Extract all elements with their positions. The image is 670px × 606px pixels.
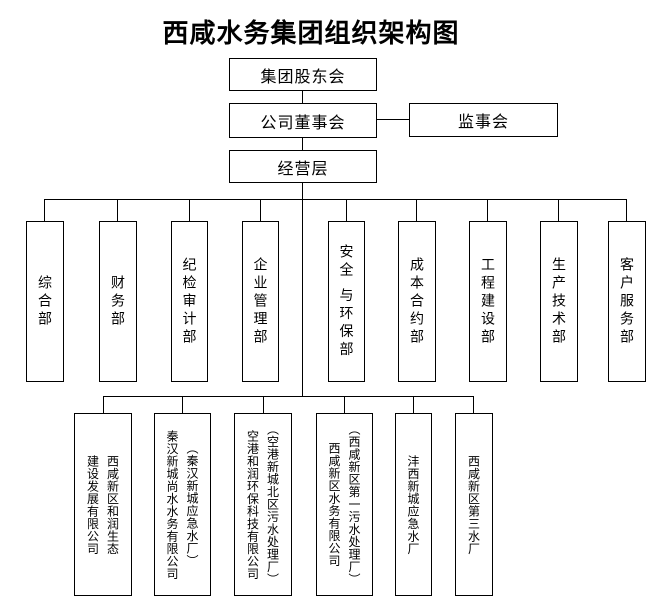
department-box-production-technology: 生产技术部 xyxy=(540,221,578,382)
connector-line xyxy=(44,199,627,200)
connector-line xyxy=(260,199,261,221)
connector-line xyxy=(302,138,303,150)
box-supervisory-board: 监事会 xyxy=(409,103,558,137)
department-label: 综合部 xyxy=(37,274,53,329)
subsidiary-box-qinhan-shangshui: 秦汉新城尚水水务有限公司 （秦汉新城应急水厂） xyxy=(154,413,211,596)
department-label: 客户服务部 xyxy=(619,256,635,347)
subsidiary-label-column: （西咸新区第一污水处理厂） xyxy=(347,423,361,586)
department-box-customer-service: 客户服务部 xyxy=(608,221,646,382)
connector-line xyxy=(487,199,488,221)
connector-line xyxy=(263,396,264,413)
subsidiary-label-column: 秦汉新城尚水水务有限公司 xyxy=(165,429,179,580)
department-box-cost-contract: 成本合约部 xyxy=(398,221,436,382)
subsidiary-label-column: （空港新城北区污水处理厂） xyxy=(265,423,280,586)
subsidiary-label-column: 沣西新城应急水厂 xyxy=(406,454,420,555)
subsidiary-box-no3-water-plant: 西咸新区第三水厂 xyxy=(455,413,493,596)
connector-line xyxy=(344,396,345,413)
connector-line xyxy=(189,199,190,221)
subsidiary-box-herun-ecological: 建设发展有限公司 西咸新区和润生态 xyxy=(74,413,132,596)
department-label: 纪检审计部 xyxy=(181,256,198,347)
subsidiary-label-column: 西咸新区和润生态 xyxy=(105,454,120,555)
connector-line xyxy=(346,199,347,221)
subsidiary-label-column: 西咸新区第三水厂 xyxy=(466,454,481,555)
connector-line xyxy=(117,199,118,221)
department-label: 生产技术部 xyxy=(551,256,567,347)
connector-line xyxy=(103,396,104,413)
connector-line xyxy=(558,199,559,221)
connector-line xyxy=(473,396,474,413)
subsidiary-label-column: 建设发展有限公司 xyxy=(85,454,100,555)
subsidiary-box-fengxi-emergency-plant: 沣西新城应急水厂 xyxy=(395,413,432,596)
department-box-safety-environment: 安全 与环保部 xyxy=(328,221,365,382)
connector-line xyxy=(626,199,627,221)
connector-line xyxy=(182,396,183,413)
department-box-finance: 财务部 xyxy=(99,221,137,382)
subsidiary-label-column: 空港和润环保科技有限公司 xyxy=(245,429,260,580)
department-label: 企业管理部 xyxy=(252,256,269,347)
department-box-discipline-audit: 纪检审计部 xyxy=(171,221,208,382)
connector-line xyxy=(302,183,303,396)
department-label: 工程建设部 xyxy=(480,256,496,347)
box-management-level: 经营层 xyxy=(229,150,377,183)
connector-line xyxy=(44,199,45,221)
connector-line xyxy=(413,396,414,413)
subsidiary-box-konggang-herun: 空港和润环保科技有限公司 （空港新城北区污水处理厂） xyxy=(234,413,292,596)
box-company-board: 公司董事会 xyxy=(229,103,377,138)
department-label: 成本合约部 xyxy=(409,256,425,347)
connector-line xyxy=(103,396,474,397)
subsidiary-label-column: （秦汉新城应急水厂） xyxy=(185,442,199,567)
page-title: 西咸水务集团组织架构图 xyxy=(162,19,460,48)
connector-line xyxy=(302,91,303,103)
department-label: 安全 与环保部 xyxy=(338,243,355,360)
subsidiary-box-xixian-water: 西咸新区水务有限公司 （西咸新区第一污水处理厂） xyxy=(316,413,373,596)
subsidiary-label-column: 西咸新区水务有限公司 xyxy=(327,442,341,567)
department-box-general: 综合部 xyxy=(26,221,64,382)
department-label: 财务部 xyxy=(110,274,126,329)
department-box-enterprise-management: 企业管理部 xyxy=(242,221,279,382)
connector-line xyxy=(377,119,409,120)
department-box-engineering-construction: 工程建设部 xyxy=(469,221,507,382)
connector-line xyxy=(416,199,417,221)
box-group-shareholders: 集团股东会 xyxy=(229,58,377,91)
